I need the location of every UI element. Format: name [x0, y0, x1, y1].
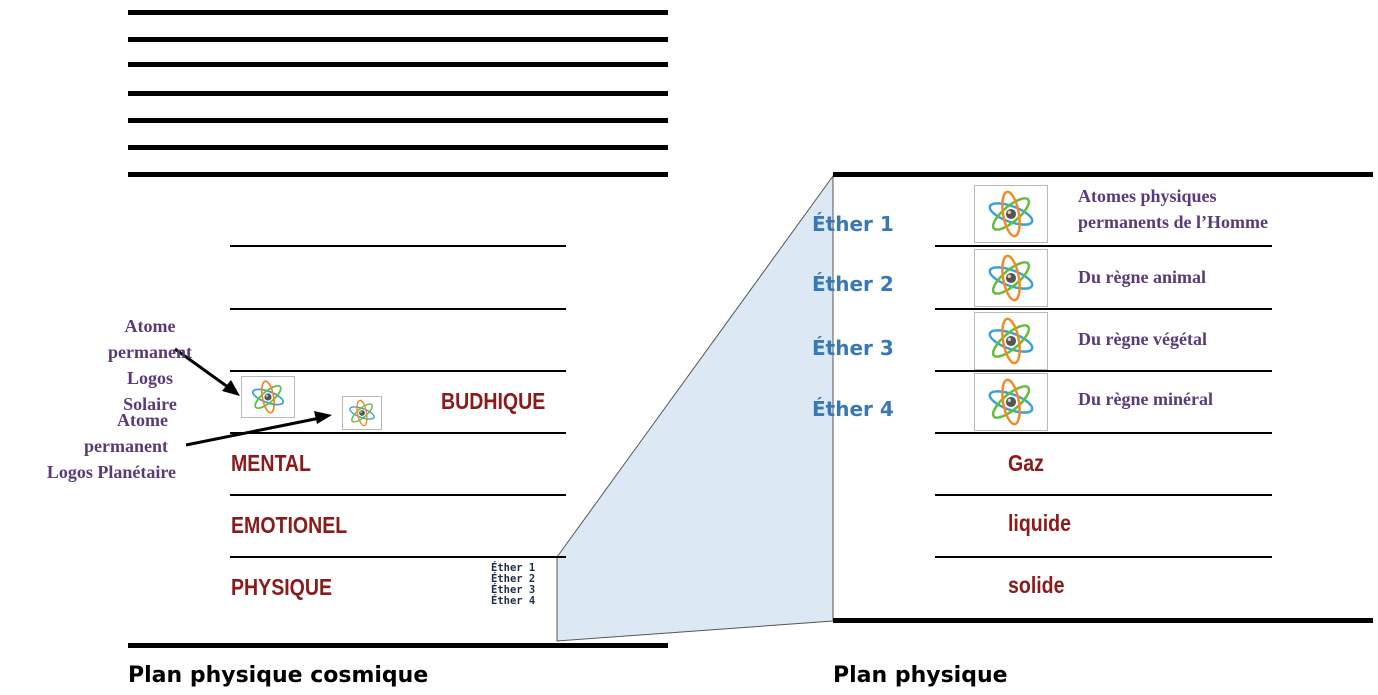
atom-label-homme: Atomes physiques permanents de l’Homme	[1078, 183, 1268, 235]
cosmic-line	[128, 91, 668, 96]
zoom-area	[556, 174, 834, 642]
atom-label-mineral: Du règne minéral	[1078, 389, 1213, 409]
arrow-icon	[174, 347, 233, 392]
annotation-planetary: Atome permanent Logos Planétaire	[0, 407, 176, 485]
annotation-line: Atome	[124, 316, 176, 336]
plane-line	[230, 494, 566, 496]
plane-label-budhique: BUDHIQUE	[441, 388, 546, 414]
plane-line	[230, 432, 566, 434]
cosmic-line	[128, 62, 668, 67]
plane-line	[230, 308, 566, 310]
plane-line	[935, 370, 1272, 372]
atom-label-line: permanents de l’Homme	[1078, 212, 1268, 232]
state-label-solide: solide	[1008, 572, 1065, 598]
cosmic-line	[128, 37, 668, 42]
top-thick-line	[833, 172, 1373, 177]
ether-label: Éther 3	[812, 336, 894, 360]
caption-physical-plane: Plan physique	[833, 663, 1008, 688]
annotation-line: permanent	[108, 342, 192, 362]
cosmic-line	[128, 172, 668, 177]
ether-label: Éther 4	[812, 397, 894, 421]
plane-line	[935, 432, 1272, 434]
cosmic-line	[128, 145, 668, 150]
plane-label-physique: PHYSIQUE	[231, 574, 333, 600]
plane-line	[230, 370, 566, 372]
atom-label-line: Atomes physiques	[1078, 186, 1217, 206]
plane-line	[230, 245, 566, 247]
atom-label-animal: Du règne animal	[1078, 267, 1206, 287]
plane-line	[935, 494, 1272, 496]
atom-icon	[974, 249, 1048, 307]
ether-small-label: Éther 1	[491, 562, 536, 574]
annotation-solar: Atome permanent Logos Solaire	[100, 313, 200, 417]
atom-icon	[974, 312, 1048, 370]
ether-small-label: Éther 3	[491, 584, 536, 596]
plane-label-emotionel: EMOTIONEL	[231, 512, 348, 538]
ether-label: Éther 1	[812, 212, 894, 236]
ether-small-list: Éther 1 Éther 2 Éther 3 Éther 4	[491, 563, 535, 607]
atom-icon	[241, 376, 295, 418]
plane-line	[935, 245, 1272, 247]
arrow-icon	[185, 416, 321, 447]
cosmic-line	[128, 118, 668, 123]
state-label-liquide: liquide	[1008, 510, 1072, 536]
arrow-head	[314, 411, 332, 424]
ether-small-label: Éther 2	[491, 573, 536, 585]
annotation-line: permanent	[84, 436, 168, 456]
state-label-gaz: Gaz	[1008, 450, 1044, 476]
annotation-line: Atome	[117, 410, 168, 430]
bottom-thick-line	[128, 643, 668, 648]
atom-icon	[974, 373, 1048, 431]
atom-icon	[974, 185, 1048, 243]
atom-icon	[342, 396, 382, 430]
plane-line	[230, 556, 566, 558]
plane-line	[935, 308, 1272, 310]
plane-line	[935, 556, 1272, 558]
plane-label-mental: MENTAL	[231, 450, 312, 476]
annotation-line: Logos Planétaire	[46, 462, 176, 482]
ether-label: Éther 2	[812, 272, 894, 296]
arrow-head	[222, 380, 240, 396]
annotation-line: Logos Solaire	[123, 368, 177, 414]
atom-label-vegetal: Du règne végétal	[1078, 329, 1207, 349]
cosmic-line	[128, 10, 668, 15]
bottom-thick-line	[833, 618, 1373, 623]
ether-small-label: Éther 4	[491, 595, 536, 607]
caption-cosmic-plane: Plan physique cosmique	[128, 663, 429, 688]
